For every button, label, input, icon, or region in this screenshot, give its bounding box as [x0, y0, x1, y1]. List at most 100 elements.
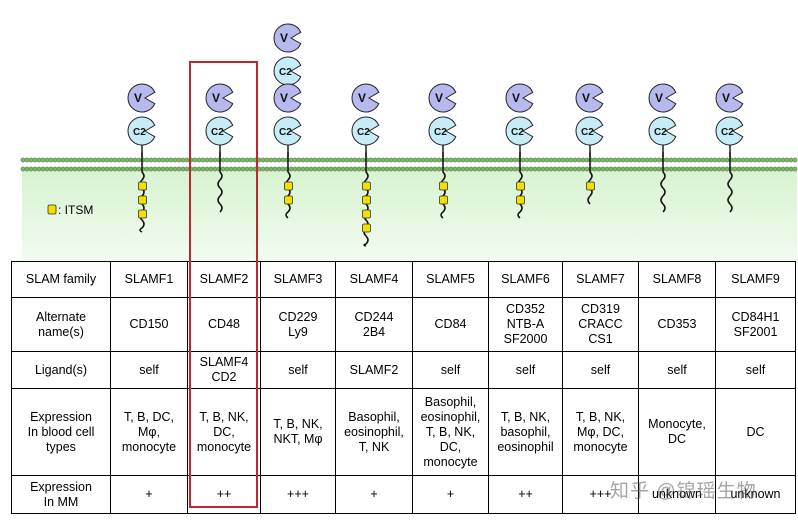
c2-domain — [205, 116, 234, 146]
table-cell: CD352 NTB-A SF2000 — [488, 297, 563, 352]
lipid-head — [780, 166, 786, 172]
domain-label: C2 — [654, 127, 667, 138]
lipid-head — [700, 157, 706, 163]
lipid-head — [384, 166, 390, 172]
lipid-head — [448, 166, 454, 172]
lipid-head — [240, 157, 246, 163]
itsm-motif — [138, 209, 147, 219]
lipid-head — [212, 157, 218, 163]
lipid-head — [664, 166, 670, 172]
lipid-head — [500, 157, 506, 163]
lipid-head — [704, 166, 710, 172]
cytoplasm-region — [22, 170, 797, 262]
lipid-head — [716, 157, 722, 163]
lipid-head — [628, 157, 634, 163]
lipid-head — [116, 166, 122, 172]
lipid-head — [340, 157, 346, 163]
domain-label: V — [212, 91, 220, 105]
v-domain — [273, 23, 302, 53]
table-cell: self — [260, 351, 336, 389]
table-cell: SLAMF4 CD2 — [187, 351, 261, 389]
lipid-head — [488, 157, 494, 163]
molecule-slamf1: VC2 — [127, 83, 156, 233]
lipid-head — [148, 157, 154, 163]
lipid-head — [324, 157, 330, 163]
lipid-head — [84, 166, 90, 172]
lipid-head — [536, 157, 542, 163]
lipid-head — [96, 166, 102, 172]
table-cell: self — [638, 351, 716, 389]
lipid-head — [788, 166, 794, 172]
lipid-head — [296, 166, 302, 172]
c2-domain — [273, 56, 302, 86]
lipid-head — [504, 166, 510, 172]
table-cell: +++ — [562, 475, 639, 514]
lipid-head — [104, 166, 110, 172]
lipid-head — [484, 157, 490, 163]
itsm-motif — [362, 223, 371, 233]
lipid-head — [20, 166, 26, 172]
lipid-head — [720, 166, 726, 172]
lipid-head — [372, 166, 378, 172]
lipid-head — [40, 166, 46, 172]
lipid-head — [552, 166, 558, 172]
lipid-head — [376, 157, 382, 163]
lipid-head — [244, 157, 250, 163]
itsm-motif — [138, 195, 147, 205]
lipid-head — [88, 157, 94, 163]
lipid-head — [420, 157, 426, 163]
lipid-head — [344, 157, 350, 163]
lipid-head — [664, 157, 670, 163]
lipid-head — [668, 157, 674, 163]
lipid-head — [412, 166, 418, 172]
lipid-head — [708, 157, 714, 163]
table-cell: CD244 2B4 — [335, 297, 413, 352]
lipid-head — [332, 166, 338, 172]
lipid-head — [432, 157, 438, 163]
lipid-head — [368, 157, 374, 163]
itsm-motif — [284, 195, 293, 205]
lipid-head — [116, 157, 122, 163]
lipid-head — [380, 166, 386, 172]
row-header: SLAM family — [11, 261, 111, 298]
lipid-head — [148, 166, 154, 172]
table-cell: SLAMF8 — [638, 261, 716, 298]
table-cell: ++ — [488, 475, 563, 514]
lipid-head — [784, 157, 790, 163]
row-header: Expression In blood cell types — [11, 388, 111, 476]
lipid-head — [72, 166, 78, 172]
v-domain — [715, 83, 744, 113]
lipid-head — [232, 157, 238, 163]
lipid-head — [172, 166, 178, 172]
itsm-motif — [362, 181, 371, 191]
lipid-head — [560, 157, 566, 163]
table-cell: T, B, NK, DC, monocyte — [187, 388, 261, 476]
lipid-head — [320, 157, 326, 163]
lipid-head — [312, 166, 318, 172]
table-cell: self — [110, 351, 188, 389]
lipid-head — [100, 166, 106, 172]
lipid-head — [776, 157, 782, 163]
lipid-head — [184, 157, 190, 163]
lipid-head — [652, 157, 658, 163]
lipid-head — [48, 166, 54, 172]
table-cell: DC — [715, 388, 796, 476]
lipid-head — [288, 157, 294, 163]
domain-label: C2 — [721, 127, 734, 138]
lipid-head — [192, 157, 198, 163]
lipid-head — [692, 157, 698, 163]
lipid-head — [592, 166, 598, 172]
lipid-head — [532, 157, 538, 163]
lipid-head — [228, 157, 234, 163]
lipid-head — [448, 157, 454, 163]
lipid-head — [256, 166, 262, 172]
table-cell: +++ — [260, 475, 336, 514]
lipid-head — [64, 157, 70, 163]
lipid-head — [596, 166, 602, 172]
lipid-head — [684, 157, 690, 163]
lipid-head — [444, 157, 450, 163]
table-cell: self — [488, 351, 563, 389]
